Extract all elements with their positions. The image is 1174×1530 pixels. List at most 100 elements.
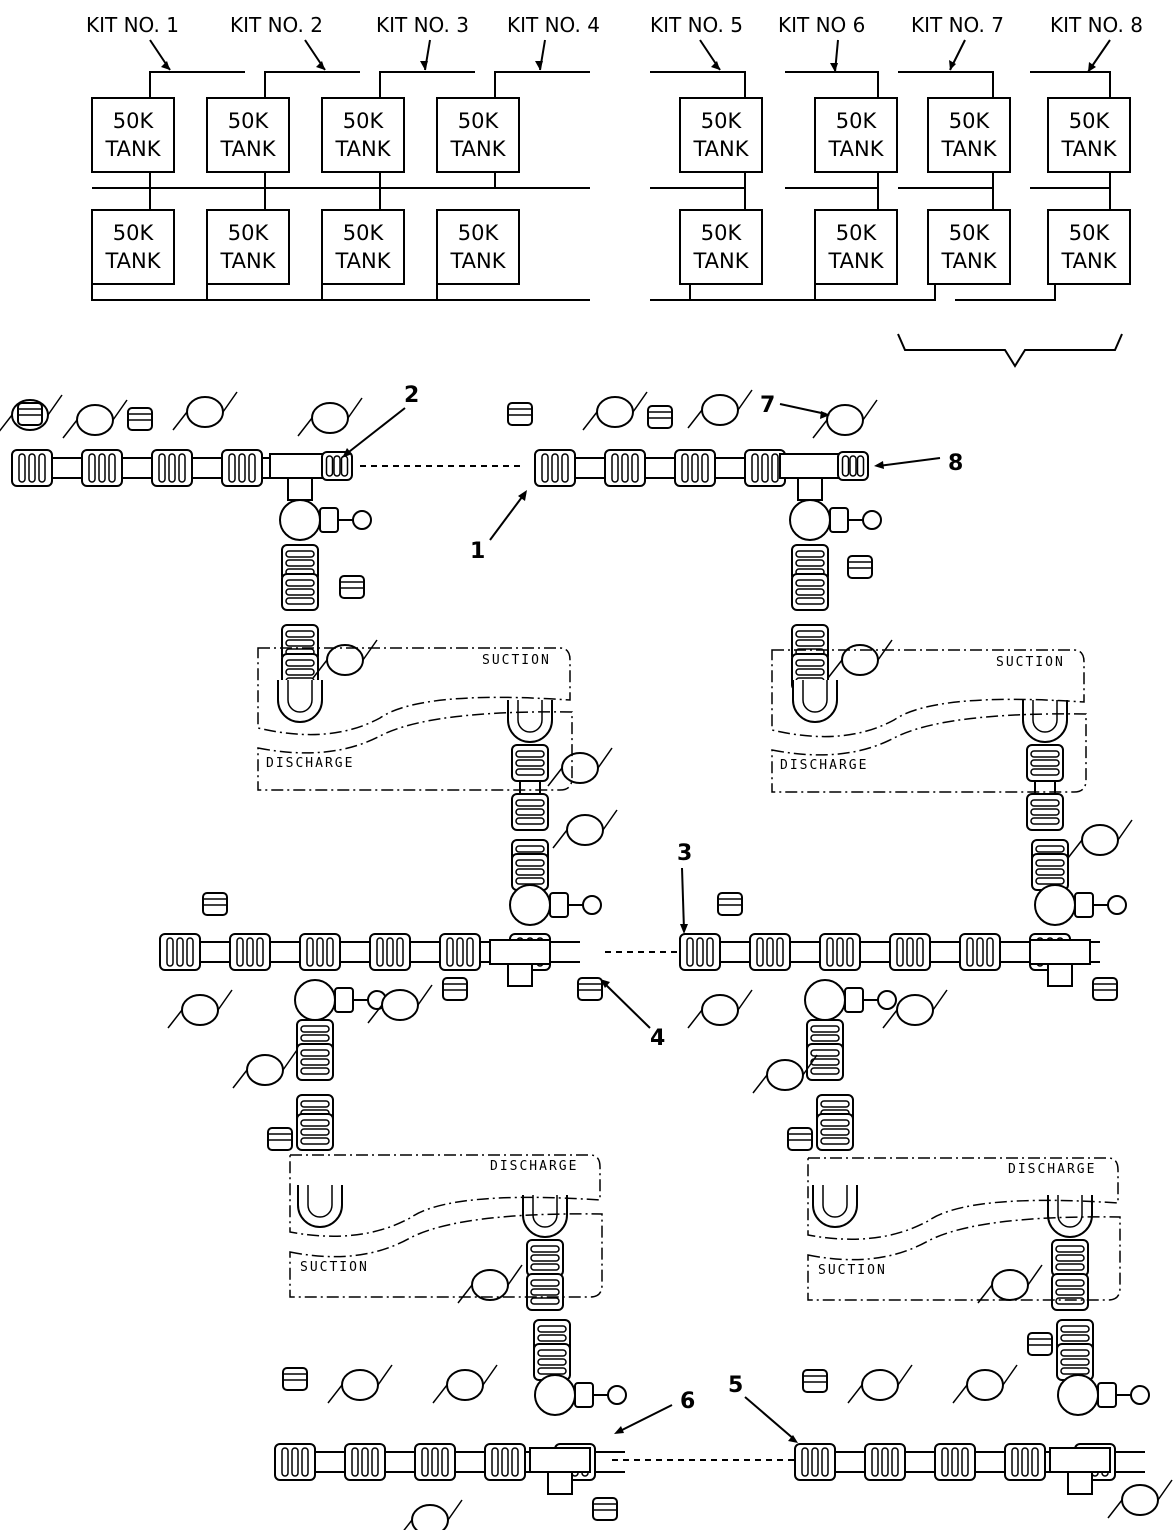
plug-ridge bbox=[508, 408, 532, 416]
dust-cap bbox=[701, 394, 739, 426]
coupling-rib bbox=[537, 1358, 567, 1366]
suction-label: SUCTION bbox=[300, 1260, 369, 1275]
coupling-rib bbox=[1055, 1279, 1085, 1287]
tank-type-label: TANK bbox=[827, 137, 884, 161]
tee-fitting bbox=[1029, 939, 1091, 965]
coupling-rib bbox=[795, 579, 825, 587]
plug-ridge bbox=[578, 983, 602, 991]
dust-cap bbox=[966, 1369, 1004, 1401]
tank-outline bbox=[436, 97, 520, 173]
hose-segment bbox=[1115, 1451, 1145, 1473]
coupling-rib bbox=[706, 937, 714, 967]
dust-cap bbox=[326, 644, 364, 676]
coupling-rib bbox=[301, 1447, 309, 1477]
cap-chain bbox=[62, 399, 128, 439]
cap-chain bbox=[297, 397, 363, 437]
coupling-rib bbox=[515, 768, 545, 776]
coupling-rib bbox=[821, 1447, 829, 1477]
coupling-rib bbox=[256, 937, 264, 967]
dust-cap bbox=[186, 396, 224, 428]
coupling-rib bbox=[951, 1447, 959, 1477]
kit-label-3: KIT NO. 3 bbox=[376, 13, 469, 37]
coupling-rib bbox=[551, 453, 559, 483]
coupling-rib bbox=[446, 937, 454, 967]
coupling bbox=[526, 1273, 564, 1311]
coupling-rib bbox=[376, 937, 384, 967]
coupling-rib bbox=[238, 453, 246, 483]
hose-segment bbox=[340, 941, 370, 963]
coupling-rib bbox=[966, 937, 974, 967]
dust-plug bbox=[717, 892, 743, 916]
coupling-rib bbox=[896, 937, 904, 967]
valve-bonnet bbox=[829, 507, 849, 533]
coupling-rib bbox=[849, 455, 857, 477]
dust-plug bbox=[787, 1127, 813, 1151]
dust-cap bbox=[701, 994, 739, 1026]
cap-chain bbox=[367, 984, 433, 1024]
coupling bbox=[534, 449, 576, 487]
tank-capacity-label: 50K bbox=[113, 221, 155, 245]
dust-cap bbox=[561, 752, 599, 784]
gate-valve-body bbox=[789, 499, 831, 541]
tee-fitting bbox=[529, 1447, 591, 1473]
cap-chain bbox=[403, 1499, 463, 1530]
coupling-rib bbox=[1060, 1349, 1090, 1357]
tank-outline bbox=[206, 209, 290, 285]
coupling-rib bbox=[1021, 1447, 1029, 1477]
coupling-rib bbox=[300, 1128, 330, 1136]
dust-cap bbox=[411, 1504, 449, 1530]
coupling-rib bbox=[300, 1119, 330, 1127]
coupling-rib bbox=[501, 1447, 509, 1477]
coupling-rib bbox=[611, 453, 619, 483]
valve-handwheel bbox=[607, 1385, 627, 1405]
elbow-inner bbox=[1032, 700, 1058, 733]
coupling bbox=[321, 451, 353, 481]
cap-chain bbox=[1067, 819, 1133, 859]
coupling bbox=[1026, 744, 1064, 782]
coupling-rib bbox=[916, 937, 924, 967]
cap-chain bbox=[547, 747, 613, 787]
coupling bbox=[959, 933, 1001, 971]
coupling-rib bbox=[300, 1067, 330, 1075]
dust-plug bbox=[442, 977, 468, 1001]
dashed-connections bbox=[360, 465, 795, 1461]
manifold-panels: SUCTION DISCHARGE SUCTION DISCHARGE DISC… bbox=[257, 647, 1121, 1301]
tank-type-label: TANK bbox=[940, 249, 997, 273]
tank-outline bbox=[679, 97, 763, 173]
coupling-rib bbox=[158, 453, 166, 483]
coupling-rib bbox=[333, 455, 341, 477]
valve-bonnet bbox=[334, 987, 354, 1013]
tank-outline bbox=[1047, 97, 1131, 173]
coupling-rib bbox=[285, 588, 315, 596]
coupling-rib bbox=[306, 937, 314, 967]
tank-type-label: TANK bbox=[940, 137, 997, 161]
valve-bonnet bbox=[1097, 1382, 1117, 1408]
coupling-rib bbox=[795, 597, 825, 605]
coupling-rib bbox=[281, 1447, 289, 1477]
coupling-rib bbox=[795, 550, 825, 558]
tank-type-label: TANK bbox=[692, 249, 749, 273]
coupling-rib bbox=[820, 1137, 850, 1145]
tank-type-label: TANK bbox=[219, 137, 276, 161]
dust-cap bbox=[471, 1269, 509, 1301]
coupling-rib bbox=[820, 1128, 850, 1136]
tank-type-label: TANK bbox=[449, 249, 506, 273]
tank-capacity-label: 50K bbox=[836, 109, 878, 133]
coupling-rib bbox=[285, 579, 315, 587]
kit-label-6: KIT NO 6 bbox=[778, 13, 865, 37]
coupling-rib bbox=[681, 453, 689, 483]
tee-fitting bbox=[779, 453, 841, 479]
coupling-rib bbox=[396, 937, 404, 967]
plug-ridge bbox=[443, 983, 467, 991]
gate-valve-body bbox=[279, 499, 321, 541]
coupling-rib bbox=[351, 1447, 359, 1477]
tee-branch bbox=[287, 477, 313, 501]
gate-valve-body bbox=[804, 979, 846, 1021]
coupling-rib bbox=[537, 1367, 567, 1375]
coupling-rib bbox=[300, 1025, 330, 1033]
dust-plug bbox=[202, 892, 228, 916]
coupling-rib bbox=[891, 1447, 899, 1477]
